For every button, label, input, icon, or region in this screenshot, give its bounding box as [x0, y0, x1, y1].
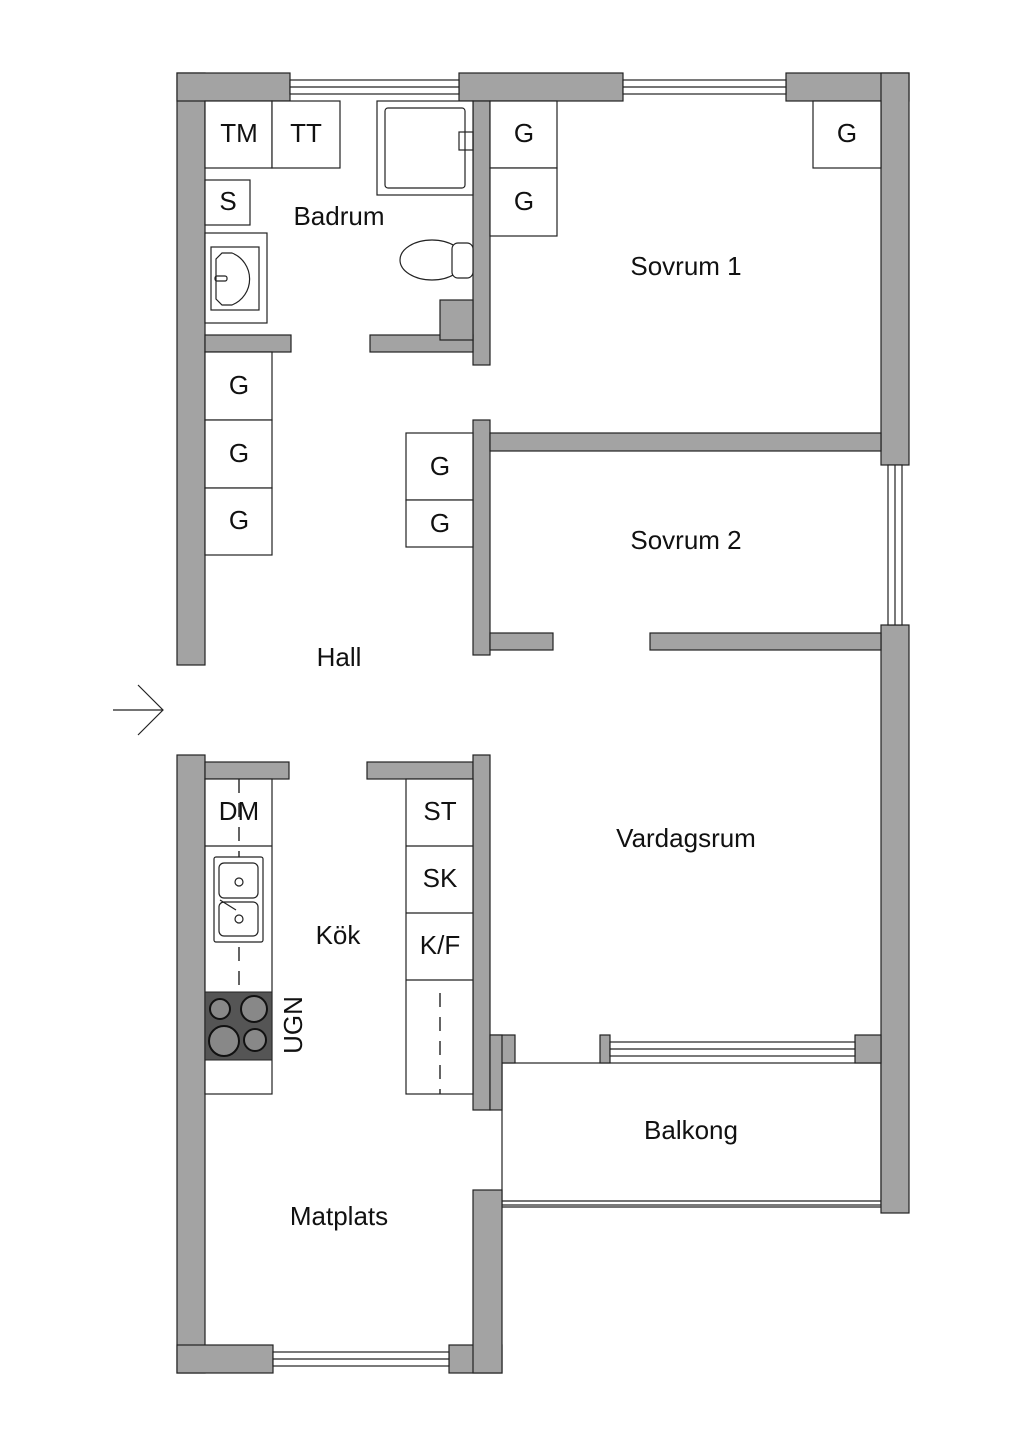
- window-bathroom: [289, 79, 460, 95]
- oven-label: UGN: [278, 996, 308, 1054]
- wardrobe-label: G: [514, 186, 534, 216]
- washbasin-icon: [204, 232, 268, 324]
- room-label-sovrum2: Sovrum 2: [630, 525, 741, 555]
- stove-icon: [204, 991, 273, 1061]
- wardrobe-label: G: [229, 438, 249, 468]
- wardrobe-label: G: [430, 508, 450, 538]
- shower-icon: [376, 100, 474, 196]
- room-label-balkong: Balkong: [644, 1115, 738, 1145]
- wardrobe-label: G: [229, 505, 249, 535]
- wardrobes: G G G G G G G G: [204, 100, 882, 556]
- toilet-icon: [399, 239, 474, 281]
- cupboard-label: SK: [423, 863, 458, 893]
- bathroom-cabinet: S: [204, 179, 251, 226]
- wardrobe: G: [489, 100, 558, 169]
- wardrobe-label: G: [514, 118, 534, 148]
- wardrobe: G: [405, 499, 474, 548]
- wardrobe: G: [405, 432, 474, 501]
- kitchen-counter-right: ST SK K/F: [405, 778, 474, 1095]
- wardrobe: G: [204, 419, 273, 489]
- wardrobe-label: G: [430, 451, 450, 481]
- tumble-dryer-label: TT: [290, 118, 322, 148]
- window-living: [609, 1041, 856, 1057]
- room-label-kok: Kök: [316, 920, 362, 950]
- wardrobe: G: [204, 487, 273, 556]
- wardrobe: G: [489, 167, 558, 237]
- windows: [272, 79, 903, 1367]
- room-label-matplats: Matplats: [290, 1201, 388, 1231]
- cabinet-label: S: [219, 186, 236, 216]
- tumble-dryer: TT: [271, 100, 341, 169]
- window-bedroom1: [622, 79, 787, 95]
- wardrobe: G: [204, 351, 273, 421]
- washing-machine-label: TM: [220, 118, 258, 148]
- room-label-badrum: Badrum: [293, 201, 384, 231]
- balcony-outline: [501, 1062, 882, 1208]
- freezer-label: ST: [423, 796, 456, 826]
- dishwasher-label: DM: [219, 796, 259, 826]
- window-dining: [272, 1351, 450, 1367]
- washing-machine: TM: [204, 100, 273, 169]
- kitchen-counter-left: DM UGN: [204, 778, 308, 1095]
- room-label-hall: Hall: [317, 642, 362, 672]
- wardrobe-label: G: [837, 118, 857, 148]
- interior-walls: [204, 100, 882, 1111]
- room-label-vardagsrum: Vardagsrum: [616, 823, 756, 853]
- room-label-sovrum1: Sovrum 1: [630, 251, 741, 281]
- entrance-arrow-icon: [113, 684, 164, 736]
- fridge-freezer-label: K/F: [420, 930, 460, 960]
- window-bedroom2: [887, 464, 903, 626]
- wardrobe-label: G: [229, 370, 249, 400]
- sink-icon: [213, 856, 264, 943]
- wardrobe: G: [812, 100, 882, 169]
